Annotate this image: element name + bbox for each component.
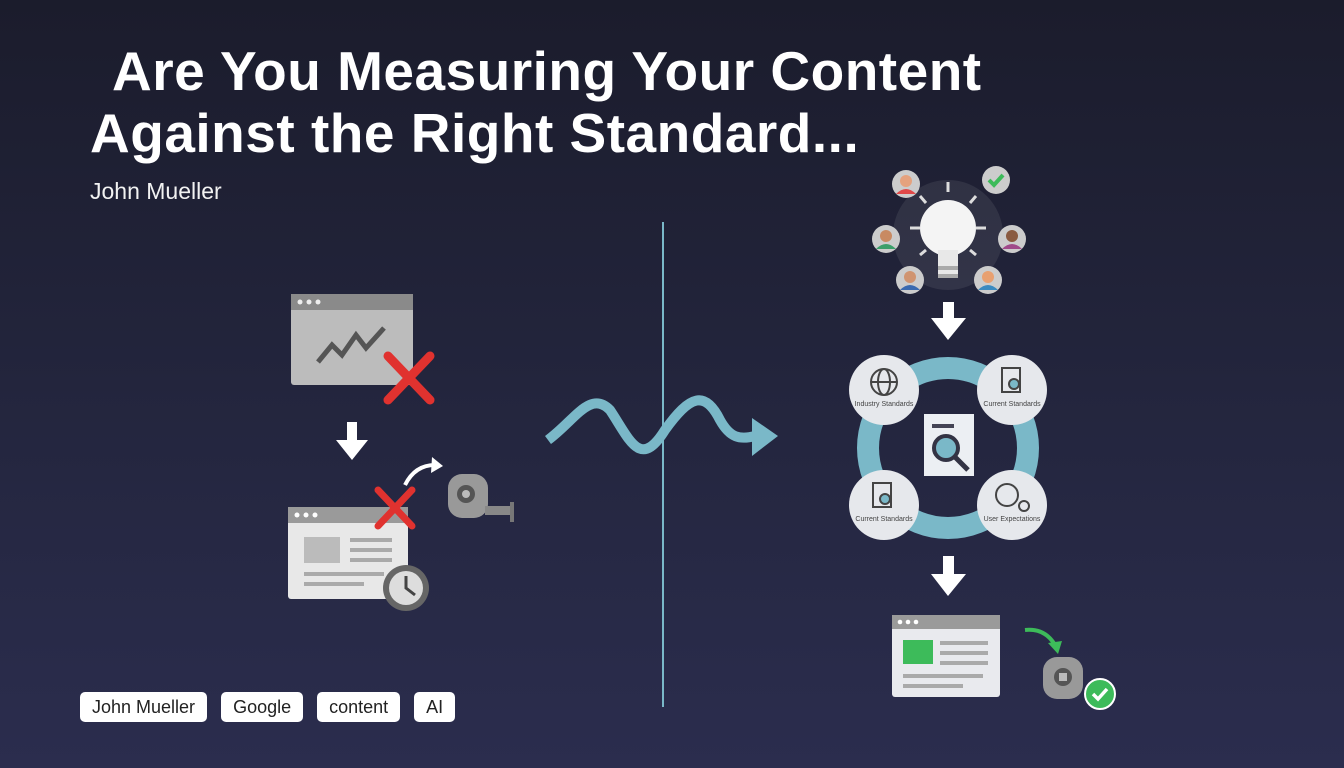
chart-window-icon <box>291 294 413 385</box>
person-avatar-icon <box>896 266 924 294</box>
person-avatar-icon <box>892 170 920 198</box>
globe-icon <box>870 368 898 396</box>
tag-content[interactable]: content <box>317 692 401 722</box>
tape-measure-icon <box>1043 657 1083 699</box>
person-avatar-icon <box>998 225 1026 253</box>
author-name: John Mueller <box>90 178 222 204</box>
tag-ai[interactable]: AI <box>414 692 456 722</box>
tape-measure-icon <box>448 474 514 522</box>
arrow-down-icon <box>336 422 368 460</box>
arrow-down-icon <box>931 556 966 596</box>
node-label: Industry Standards <box>854 401 914 408</box>
node-label: Current Standards <box>855 516 913 523</box>
check-badge-icon <box>982 166 1010 194</box>
clock-icon <box>383 565 429 611</box>
node-label: User Expectations <box>983 516 1041 523</box>
node-current-standards <box>977 355 1047 425</box>
node-industry-standards <box>849 355 919 425</box>
lightbulb-icon <box>920 200 976 278</box>
tag-john-mueller[interactable]: John Mueller <box>80 692 208 722</box>
tag-list: John Mueller Google content AI <box>80 692 456 722</box>
title-line-1: Are You Measuring Your Content <box>112 40 982 102</box>
person-avatar-icon <box>872 225 900 253</box>
document-search-icon <box>1001 367 1021 393</box>
gear-icon <box>995 483 1030 512</box>
wave-arrow-icon <box>544 395 757 455</box>
node-current-standards-2 <box>849 470 919 540</box>
web-page-icon <box>892 615 1000 697</box>
tag-google[interactable]: Google <box>221 692 304 722</box>
title-line-2: Against the Right Standard... <box>90 102 860 164</box>
check-badge-icon <box>1084 678 1116 710</box>
arrow-down-icon <box>931 302 966 340</box>
node-label: Current Standards <box>983 401 1041 408</box>
cycle-ring <box>857 357 1039 539</box>
divider <box>662 222 664 707</box>
document-search-icon <box>924 414 974 476</box>
error-x-icon <box>374 486 416 530</box>
person-avatar-icon <box>974 266 1002 294</box>
document-search-icon <box>872 482 892 508</box>
error-x-icon <box>383 351 435 405</box>
curved-arrow-icon <box>403 463 436 486</box>
page-title: Are You Measuring Your Content Against t… <box>90 40 982 164</box>
web-page-icon <box>288 507 408 599</box>
